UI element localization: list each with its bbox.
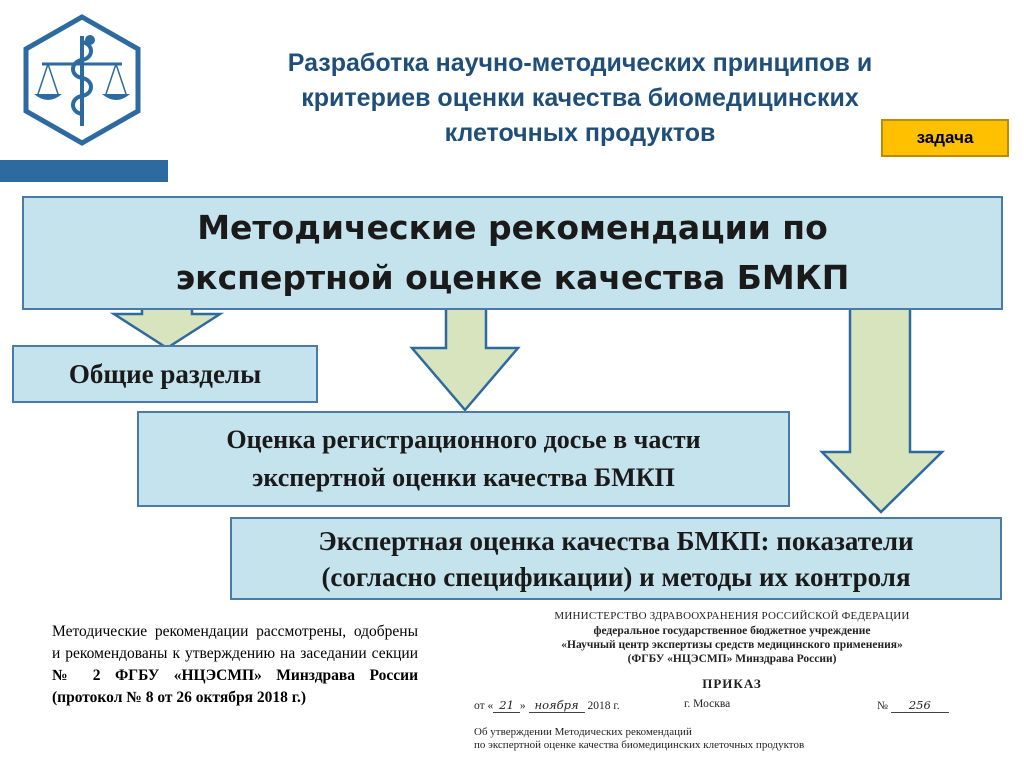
order-number-value: 256 xyxy=(890,698,949,713)
arrow-down-icon xyxy=(819,306,946,514)
title-line: критериев оценки качества биомедицинских xyxy=(301,84,859,112)
dossier-assessment-box: Оценка регистрационного досье в части эк… xyxy=(137,411,790,507)
header-accent-bar xyxy=(0,160,168,182)
order-date-day: 21 xyxy=(493,698,520,713)
order-date-month: ноября xyxy=(528,698,585,713)
order-ministry: МИНИСТЕРСТВО ЗДРАВООХРАНЕНИЯ РОССИЙСКОЙ … xyxy=(554,610,910,622)
caduceus-scales-icon xyxy=(23,14,141,146)
approval-note-text: Методические рекомендации рассмотрены, о… xyxy=(52,623,418,662)
general-sections-box: Общие разделы xyxy=(12,345,318,403)
order-document-scan: МИНИСТЕРСТВО ЗДРАВООХРАНЕНИЯ РОССИЙСКОЙ … xyxy=(452,608,1012,763)
order-number: № 256 xyxy=(877,698,949,713)
general-sections-label: Общие разделы xyxy=(68,358,262,389)
order-center: «Научный центр экспертизы средств медици… xyxy=(561,639,903,651)
title-line: Разработка научно-методических принципов… xyxy=(287,49,873,77)
methodical-recommendations-box: Методические рекомендации по экспертной … xyxy=(22,196,1003,310)
page-title: Разработка научно-методических принципов… xyxy=(190,46,970,151)
order-abbrev: (ФГБУ «НЦЭСМП» Минздрава России) xyxy=(627,653,837,665)
main-box-line: экспертной оценке качества БМКП xyxy=(175,258,850,297)
dossier-line: Оценка регистрационного досье в части xyxy=(226,425,701,454)
dossier-line: экспертной оценки качества БМКП xyxy=(252,463,675,492)
arrow-down-icon xyxy=(409,298,521,412)
approval-note-protocol: № 2 ФГБУ «НЦЭСМП» Минздрава России (прот… xyxy=(52,667,418,706)
title-line: клеточных продуктов xyxy=(444,119,716,147)
order-date: от «21» ноября 2018 г. xyxy=(474,698,620,713)
quality-indicators-box: Экспертная оценка качества БМКП: показат… xyxy=(230,517,1002,600)
main-box-line: Методические рекомендации по xyxy=(197,208,828,247)
order-subject: Об утверждении Методических рекомендаций xyxy=(474,726,692,738)
indicators-line: (согласно спецификации) и методы их конт… xyxy=(321,561,911,592)
order-type: ПРИКАЗ xyxy=(702,676,762,691)
order-city: г. Москва xyxy=(684,698,731,710)
order-subject: по экспертной оценке качества биомедицин… xyxy=(474,739,805,751)
order-institution: федеральное государственное бюджетное уч… xyxy=(593,625,871,637)
task-badge: задача xyxy=(881,119,1009,157)
indicators-line: Экспертная оценка качества БМКП: показат… xyxy=(318,525,914,556)
approval-note: Методические рекомендации рассмотрены, о… xyxy=(52,621,418,709)
